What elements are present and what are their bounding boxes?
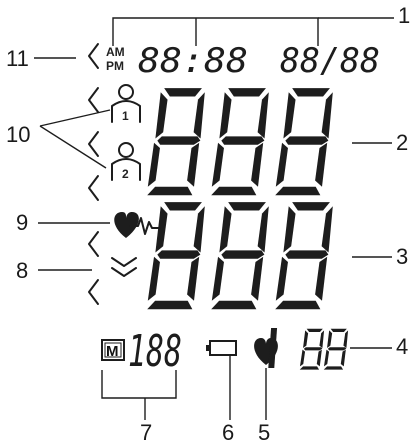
- pulse-digit: [268, 328, 278, 368]
- chevron-icon: [88, 87, 99, 113]
- callout-2: 2: [396, 130, 408, 155]
- diastolic-digit: [211, 202, 270, 310]
- chevron-icon: [88, 231, 99, 257]
- systolic-digit: [275, 88, 334, 196]
- callout-5: 5: [258, 420, 270, 445]
- user-2-number: 2: [122, 167, 129, 181]
- callout-11: 11: [6, 46, 29, 71]
- user-1-number: 1: [122, 109, 129, 123]
- chevron-icon: [88, 43, 99, 69]
- callout-4: 4: [396, 334, 408, 359]
- chevron-icon: [88, 279, 99, 305]
- leader-10b: [39, 125, 107, 169]
- pm-indicator: PM: [106, 59, 124, 73]
- callout-9: 9: [16, 210, 28, 235]
- memory-number-display: 188: [128, 326, 182, 377]
- user-2-icon: 2: [111, 142, 141, 181]
- diastolic-digit: [275, 202, 334, 310]
- systolic-digit: [147, 88, 206, 196]
- pulse-display: [268, 328, 349, 370]
- user-1-icon: 1: [111, 84, 141, 123]
- callout-3: 3: [396, 244, 408, 269]
- memory-label: M: [106, 343, 119, 360]
- time-display: 88:88: [138, 41, 248, 81]
- callout-8: 8: [16, 258, 28, 283]
- leader-7: [101, 370, 177, 399]
- pulse-digit: [323, 328, 349, 370]
- diastolic-display: [147, 202, 334, 310]
- pulse-digit: [299, 328, 325, 370]
- diastolic-digit: [147, 202, 206, 310]
- irregular-heartbeat-icon: [114, 212, 161, 238]
- callout-6: 6: [222, 420, 234, 445]
- leader-10a: [39, 109, 111, 127]
- systolic-display: [147, 88, 334, 196]
- callout-7: 7: [140, 420, 152, 445]
- memory-indicator: M: [101, 339, 125, 361]
- chevron-icon: [88, 175, 99, 201]
- leader-1: [112, 17, 319, 46]
- indicator-chevrons: [88, 43, 99, 305]
- callout-10: 10: [6, 122, 30, 147]
- chevron-icon: [88, 131, 99, 157]
- pressure-level-icon: [111, 257, 137, 277]
- date-display: 88/88: [280, 41, 380, 81]
- systolic-digit: [211, 88, 270, 196]
- am-indicator: AM: [106, 45, 125, 59]
- callout-1: 1: [398, 3, 410, 28]
- battery-icon: [206, 340, 237, 356]
